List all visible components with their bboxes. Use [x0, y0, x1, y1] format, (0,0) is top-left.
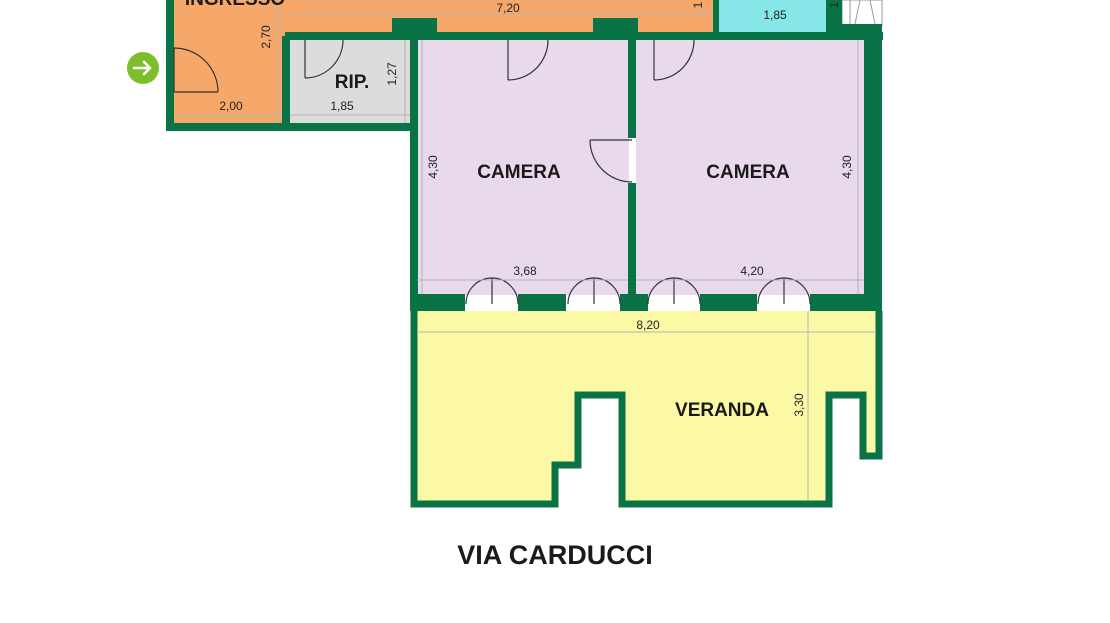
dim-ingresso-height: 2,70 [259, 25, 273, 49]
room-label-ingresso: INGRESSO [185, 0, 285, 10]
dim-veranda-width: 8,20 [636, 318, 660, 332]
room-label-camera-right: CAMERA [706, 162, 790, 183]
camera-right-floor [636, 40, 864, 295]
dim-ingresso-width: 2,00 [219, 99, 243, 113]
veranda-floor [417, 311, 876, 501]
dim-camera-right-width: 4,20 [740, 264, 764, 278]
camera-left-floor [417, 40, 629, 295]
dim-camera-left-height: 4,30 [426, 155, 440, 179]
room-label-ripostiglio: RIP. [335, 72, 370, 93]
dim-veranda-depth: 3,30 [792, 393, 806, 417]
stair-area [841, 0, 883, 27]
street-name: VIA CARDUCCI [457, 540, 653, 570]
dim-camera-left-width: 3,68 [513, 264, 537, 278]
dim-camera-right-height: 4,30 [840, 155, 854, 179]
arrow-right-icon [127, 52, 159, 84]
walls [166, 0, 883, 508]
ripostiglio-floor [290, 40, 410, 124]
doors [173, 39, 811, 305]
dim-corridor-length: 7,20 [496, 1, 520, 15]
corridor-floor [285, 0, 715, 36]
dimension-lines [174, 4, 876, 501]
dim-corridor-height: 1 [691, 1, 705, 8]
dim-rip-width: 1,85 [330, 99, 354, 113]
dim-bath-width: 1,85 [763, 8, 787, 22]
ingresso-floor [170, 0, 285, 125]
bath-floor [718, 0, 826, 32]
dim-rip-height: 1,27 [385, 62, 399, 86]
dim-bath-height: 1 [827, 1, 841, 8]
room-label-veranda: VERANDA [675, 400, 769, 421]
room-label-camera-left: CAMERA [477, 162, 561, 183]
